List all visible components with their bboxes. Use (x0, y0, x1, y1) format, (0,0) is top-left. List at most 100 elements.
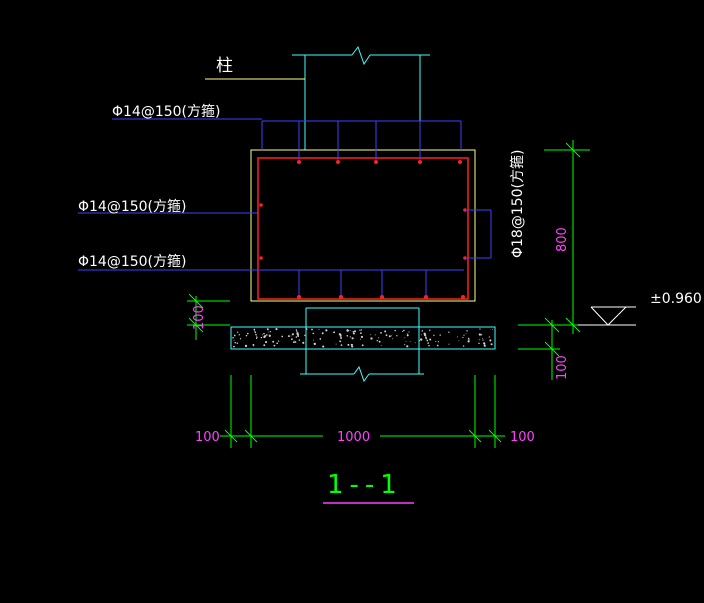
concrete-speck (478, 333, 481, 336)
concrete-speck (296, 330, 298, 332)
concrete-speck (233, 339, 235, 341)
concrete-speck (253, 345, 255, 347)
concrete-speck (266, 334, 268, 336)
concrete-speck (293, 340, 295, 342)
ground-line (518, 306, 636, 326)
concrete-speck (325, 329, 328, 332)
concrete-speck (428, 344, 430, 347)
concrete-speck (321, 332, 324, 335)
concrete-speck (287, 335, 290, 338)
concrete-speck (425, 337, 428, 340)
concrete-speck (423, 333, 427, 337)
concrete-speck (339, 340, 342, 343)
concrete-speck (233, 345, 235, 348)
concrete-speck (311, 328, 313, 331)
concrete-speck (468, 339, 470, 341)
concrete-speck (292, 341, 295, 343)
concrete-speck (378, 337, 380, 339)
concrete-speck (313, 342, 316, 346)
concrete-speck (361, 336, 364, 338)
side-leader (465, 209, 492, 259)
concrete-speck (238, 334, 240, 336)
concrete-speck (369, 334, 371, 336)
concrete-speck (340, 344, 343, 346)
beam-outline (250, 149, 476, 302)
concrete-speck (489, 340, 492, 342)
dim-cushion-right: 100 (555, 355, 570, 380)
concrete-speck (351, 345, 354, 348)
concrete-speck (402, 330, 404, 332)
concrete-speck (479, 328, 481, 330)
concrete-speck (385, 334, 388, 337)
concrete-speck (427, 342, 430, 344)
concrete-speck (406, 345, 409, 348)
concrete-speck (448, 343, 450, 345)
concrete-speck (467, 340, 470, 343)
concrete-speck (421, 334, 422, 336)
concrete-speck (403, 329, 405, 332)
concrete-speck (483, 342, 486, 345)
concrete-speck (290, 335, 292, 337)
concrete-speck (353, 330, 357, 333)
label-leaders (78, 118, 262, 214)
concrete-speck (408, 331, 410, 333)
concrete-speck (281, 335, 284, 338)
concrete-speckle (232, 328, 494, 348)
concrete-speck (426, 339, 429, 342)
concrete-speck (492, 328, 494, 330)
label-middle-rebar: Φ14@150(方箍) (78, 198, 186, 215)
concrete-speck (256, 337, 258, 339)
concrete-speck (233, 334, 236, 337)
concrete-speck (349, 336, 351, 338)
concrete-speck (265, 341, 268, 344)
concrete-speck (479, 339, 481, 341)
concrete-speck (418, 339, 421, 342)
concrete-speck (388, 335, 391, 338)
concrete-speck (467, 337, 470, 340)
concrete-speck (407, 333, 409, 335)
concrete-speck (266, 328, 269, 331)
concrete-speck (370, 337, 373, 340)
concrete-speck (391, 335, 393, 337)
concrete-speck (484, 344, 486, 346)
concrete-speck (272, 340, 275, 343)
concrete-speck (490, 343, 493, 346)
concrete-speck (295, 329, 298, 331)
concrete-speck (421, 330, 424, 332)
concrete-speck (480, 334, 483, 336)
concrete-speck (405, 341, 407, 343)
concrete-speck (255, 334, 257, 336)
concrete-speck (306, 328, 308, 330)
concrete-speck (436, 344, 439, 347)
concrete-speck (244, 344, 248, 348)
horizontal-dimension (220, 375, 505, 448)
concrete-speck (297, 335, 300, 338)
concrete-speck (429, 329, 431, 331)
column-top (292, 45, 430, 150)
label-top-rebar: Φ14@150(方箍) (112, 103, 220, 120)
concrete-speck (247, 332, 249, 335)
concrete-speck (269, 330, 272, 333)
concrete-speck (236, 342, 239, 344)
concrete-speck (384, 330, 387, 333)
top-stirrups (261, 120, 462, 162)
concrete-speck (392, 338, 394, 340)
concrete-speck (482, 339, 484, 341)
concrete-speck (420, 338, 423, 341)
concrete-speck (253, 329, 256, 331)
concrete-speck (435, 340, 437, 343)
rebar-cage (257, 157, 469, 300)
concrete-speck (396, 335, 398, 337)
concrete-speck (261, 334, 263, 336)
concrete-speck (482, 337, 483, 339)
concrete-speck (254, 332, 256, 334)
concrete-speck (304, 334, 306, 336)
concrete-speck (264, 334, 267, 338)
concrete-speck (346, 334, 349, 337)
concrete-speck (291, 333, 294, 336)
concrete-speck (273, 344, 276, 347)
concrete-speck (239, 338, 242, 340)
concrete-speck (414, 342, 416, 344)
concrete-speck (333, 331, 336, 334)
